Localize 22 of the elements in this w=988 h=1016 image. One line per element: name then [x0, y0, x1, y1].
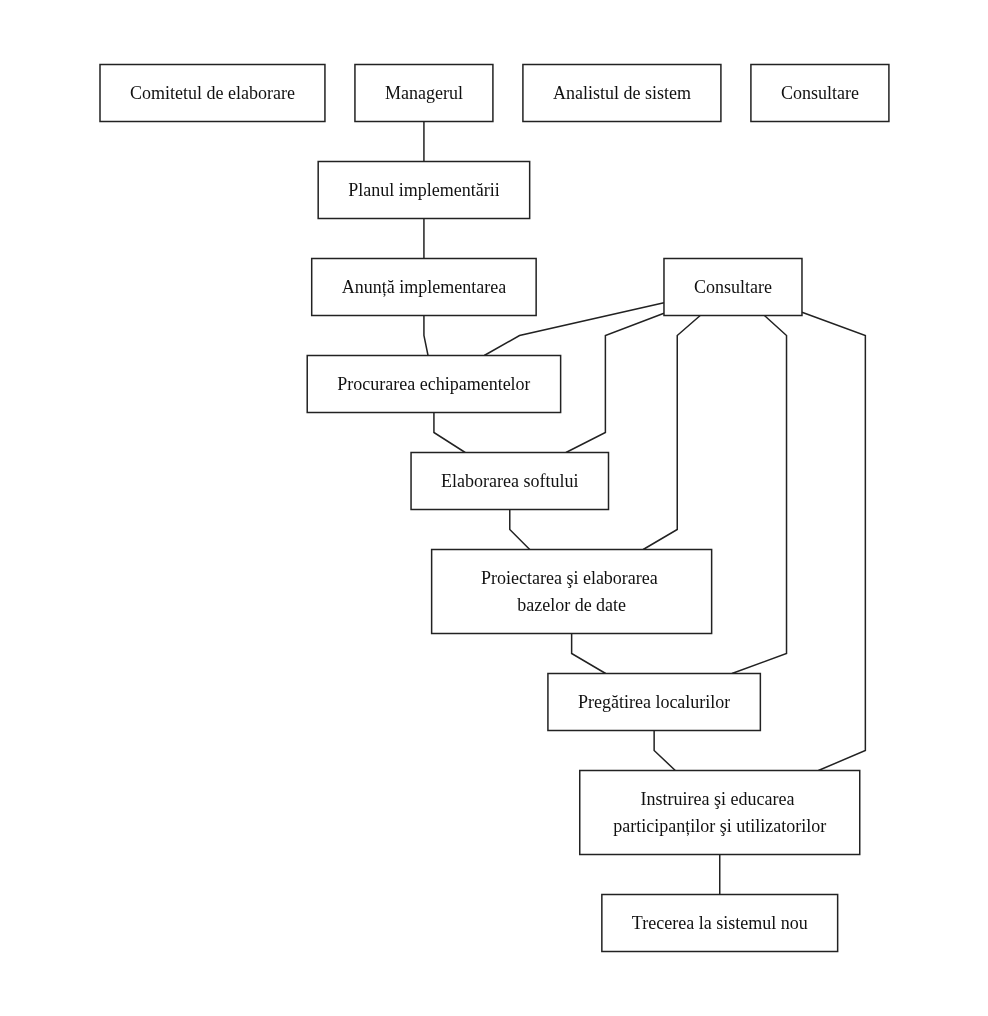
connector: [422, 314, 429, 357]
connector: [422, 217, 425, 260]
node-box: [578, 769, 861, 856]
node-box: [662, 257, 803, 317]
connector: [718, 853, 721, 896]
connector: [508, 508, 531, 551]
node-box: [306, 354, 561, 414]
node-box: [98, 63, 326, 123]
connector: [642, 314, 701, 551]
node-box: [353, 63, 494, 123]
node-box: [600, 893, 838, 953]
connector: [652, 729, 676, 772]
node-box: [409, 451, 609, 511]
node-box: [317, 160, 530, 220]
node-box: [749, 63, 890, 123]
node-box: [546, 672, 761, 732]
connector: [570, 632, 606, 675]
connector: [422, 120, 425, 163]
node-box: [521, 63, 722, 123]
node-box: [430, 548, 712, 635]
node-box: [310, 257, 537, 317]
connector: [432, 411, 466, 454]
